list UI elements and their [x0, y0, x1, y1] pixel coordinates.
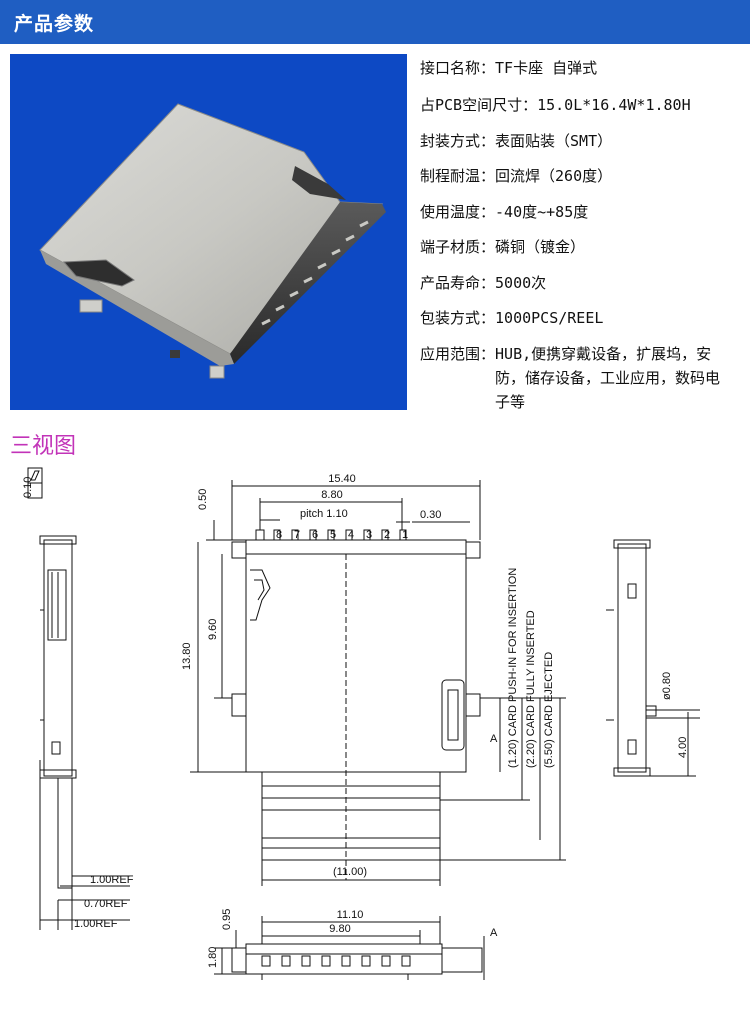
connector-illustration [39, 103, 386, 379]
section-marker-a: A [490, 733, 498, 745]
top-view [190, 480, 566, 886]
dim-bottom-width: 11.10 [337, 909, 364, 921]
dim-flatness: 0.10 [22, 477, 34, 498]
spec-value: HUB,便携穿戴设备，扩展坞，安防，储存设备，工业应用，数码电子等 [495, 345, 721, 411]
dim-bottom-height: 1.80 [207, 947, 219, 968]
pin-number: 3 [366, 529, 372, 541]
section-marker-a-bottom: A [490, 927, 498, 939]
spec-value: TF卡座 自弹式 [495, 59, 598, 77]
pin-number: 6 [312, 529, 318, 541]
dim-height-inner: 9.60 [207, 619, 219, 640]
dim-pitch: pitch 1.10 [300, 508, 348, 520]
pin-number: 7 [294, 529, 300, 541]
product-photo [10, 54, 407, 410]
spec-label: 端子材质： [420, 238, 496, 256]
spec-value: 1000PCS/REEL [495, 309, 604, 327]
pin-number: 1 [402, 529, 408, 541]
spec-terminal-material: 端子材质：磷铜（镀金） [420, 235, 585, 259]
section-header: 产品参数 [0, 0, 750, 44]
dim-pin-span: 8.80 [321, 489, 342, 501]
dim-width-total: 15.40 [328, 473, 356, 485]
spec-operating-temp: 使用温度：-40度~+85度 [420, 200, 588, 224]
left-side-view [27, 467, 130, 930]
spec-package: 封装方式：表面贴装（SMT） [420, 129, 612, 153]
drawing-labels: 0.10 15.40 8.80 pitch 1.10 0.30 0.50 9.6… [22, 473, 689, 968]
spec-label: 使用温度： [420, 203, 496, 221]
three-view-title: 三视图 [10, 434, 77, 459]
dim-bottom-inner: 9.80 [329, 923, 350, 935]
dim-fully-inserted: (2.20) CARD FULLY INSERTED [525, 610, 537, 768]
spec-label: 产品寿命： [420, 274, 496, 292]
pin-number: 2 [384, 529, 390, 541]
spec-application: 应用范围：HUB,便携穿戴设备，扩展坞，安防，储存设备，工业应用，数码电子等 [420, 342, 729, 414]
spec-label: 制程耐温： [420, 167, 496, 185]
dim-hole-pos: 4.00 [677, 737, 689, 758]
pin-number: 5 [330, 529, 336, 541]
dim-card-ext: (11.00) [333, 866, 367, 878]
section-header-title: 产品参数 [14, 13, 95, 35]
dim-height-total: 13.80 [181, 642, 193, 670]
dim-hole-dia: ø0.80 [661, 672, 673, 700]
spec-value: 5000次 [495, 274, 547, 292]
dim-bottom-top: 0.95 [221, 909, 233, 930]
dim-ref-3: 1.00REF [74, 918, 118, 930]
spec-label: 应用范围： [420, 345, 496, 363]
right-side-view [606, 539, 700, 777]
spec-label: 接口名称： [420, 59, 496, 77]
spec-label: 封装方式： [420, 132, 496, 150]
spec-interface: 接口名称：TF卡座 自弹式 [420, 56, 597, 80]
spec-label: 包装方式： [420, 309, 496, 327]
spec-label: 占PCB空间尺寸： [420, 96, 538, 114]
dim-ref-2: 0.70REF [84, 898, 128, 910]
spec-value: -40度~+85度 [495, 203, 589, 221]
dim-push-in: (1.20) CARD PUSH-IN FOR INSERTION [507, 568, 519, 768]
pin-number: 4 [348, 529, 354, 541]
three-view-drawing: 0.10 15.40 8.80 pitch 1.10 0.30 0.50 9.6… [22, 467, 700, 980]
spec-lifetime: 产品寿命：5000次 [420, 271, 546, 295]
spec-packing: 包装方式：1000PCS/REEL [420, 306, 603, 330]
spec-value: 15.0L*16.4W*1.80H [537, 96, 691, 114]
spec-value: 回流焊（260度） [495, 167, 613, 185]
spec-value: 磷铜（镀金） [495, 238, 586, 256]
spec-process-temp: 制程耐温：回流焊（260度） [420, 164, 612, 188]
dim-pin-width: 0.30 [420, 509, 441, 521]
dim-top-offset: 0.50 [197, 489, 209, 510]
spec-value: 表面贴装（SMT） [495, 132, 613, 150]
front-view [214, 916, 485, 980]
spec-pcb-size: 占PCB空间尺寸：15.0L*16.4W*1.80H [420, 93, 691, 117]
pin-number: 8 [276, 529, 282, 541]
dim-ejected: (5.50) CARD EJECTED [543, 652, 555, 768]
dim-ref-1: 1.00REF [90, 874, 134, 886]
